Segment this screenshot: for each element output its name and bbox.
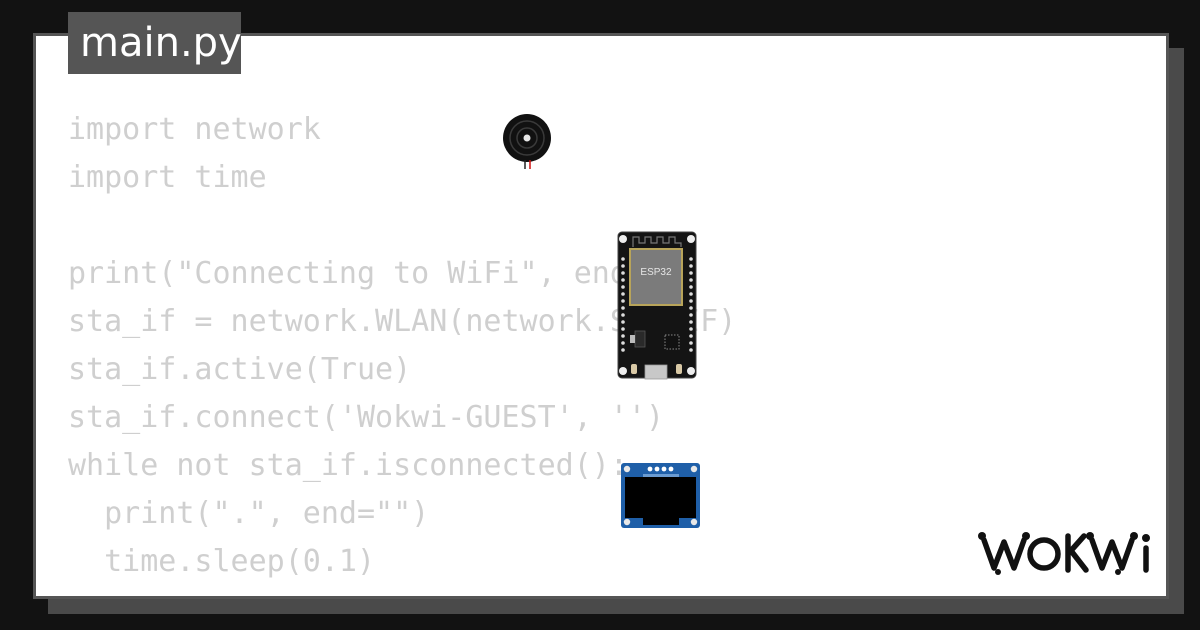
wokwi-logo <box>978 532 1150 575</box>
esp32-board-icon[interactable]: ESP32 <box>617 231 699 381</box>
code-line: sta_if.active(True) <box>68 352 412 387</box>
code-line: import network <box>68 112 321 147</box>
esp32-chip-label: ESP32 <box>640 267 672 278</box>
code-line: print(" Connected!") <box>68 586 736 596</box>
code-line: print(".", end="") <box>68 496 430 531</box>
code-line: import time <box>68 160 267 195</box>
code-line: time.sleep(0.1) <box>68 544 376 579</box>
buzzer-icon[interactable] <box>501 112 553 172</box>
code-line: while not sta_if.isconnected(): <box>68 448 628 483</box>
code-line: sta_if.connect('Wokwi-GUEST', '') <box>68 400 665 435</box>
oled-display-icon[interactable] <box>621 463 701 529</box>
file-tab-main-py[interactable]: main.py <box>68 12 242 74</box>
esp32-pin-headers <box>621 257 693 352</box>
